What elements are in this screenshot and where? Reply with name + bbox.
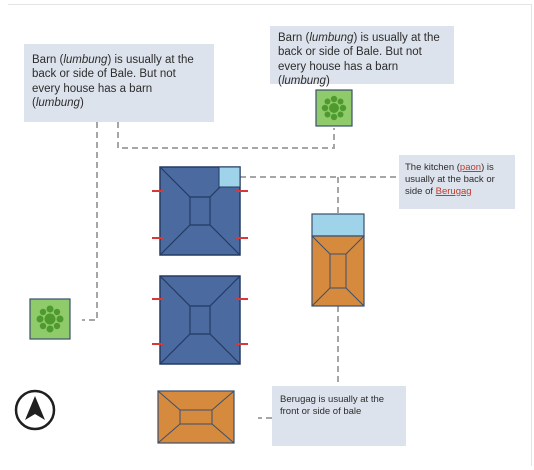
connector-kitchen-to-berugag-callout bbox=[272, 306, 339, 399]
callout-text: Barn ( bbox=[278, 32, 310, 44]
callout-barn-top: Barn (lumbung) is usually at the back or… bbox=[270, 26, 454, 88]
callout-term: paon bbox=[459, 162, 482, 173]
callout-term: Berugag bbox=[435, 185, 472, 197]
barn-tree-icon bbox=[315, 89, 353, 127]
diagram-frame bbox=[8, 4, 532, 466]
connector-barn-left-to-barn-top bbox=[117, 122, 335, 149]
house-bale-1 bbox=[152, 166, 248, 256]
callout-text: The kitchen ( bbox=[405, 162, 460, 173]
house-bale-2 bbox=[152, 275, 248, 365]
callout-term: lumbung bbox=[35, 97, 80, 110]
kitchen-paon bbox=[311, 213, 365, 307]
callout-text: ) is usually at the back or side of Bale… bbox=[32, 54, 194, 110]
callout-text: ) is usually at the back or side of Bale… bbox=[278, 32, 440, 88]
berugag-pavilion bbox=[157, 390, 235, 444]
callout-kitchen: The kitchen (paon) is usually at the bac… bbox=[399, 155, 515, 209]
house-kitchen-corner bbox=[218, 166, 241, 188]
callout-barn-left: Barn (lumbung) is usually at the back or… bbox=[24, 44, 214, 122]
callout-text: ) bbox=[79, 97, 84, 110]
callout-text: ) bbox=[325, 75, 330, 88]
callout-term: lumbung bbox=[63, 54, 108, 66]
callout-text: ) is usually at the back or side of bbox=[405, 162, 495, 197]
house-2-doors bbox=[152, 298, 248, 345]
north-arrow-icon bbox=[14, 389, 56, 431]
callout-term: Berugag bbox=[280, 394, 316, 405]
house-1-doors bbox=[152, 190, 248, 239]
callout-berugag: Berugag is usually at the front or side … bbox=[272, 386, 406, 446]
callout-text: is usually at the front or side of bale bbox=[280, 394, 385, 417]
callout-term: lumbung bbox=[281, 75, 326, 88]
callout-term: lumbung bbox=[309, 32, 354, 44]
connector-callout-to-barn-left bbox=[82, 122, 98, 321]
callout-text: Barn ( bbox=[32, 54, 64, 66]
barn-tree-icon bbox=[29, 298, 71, 340]
